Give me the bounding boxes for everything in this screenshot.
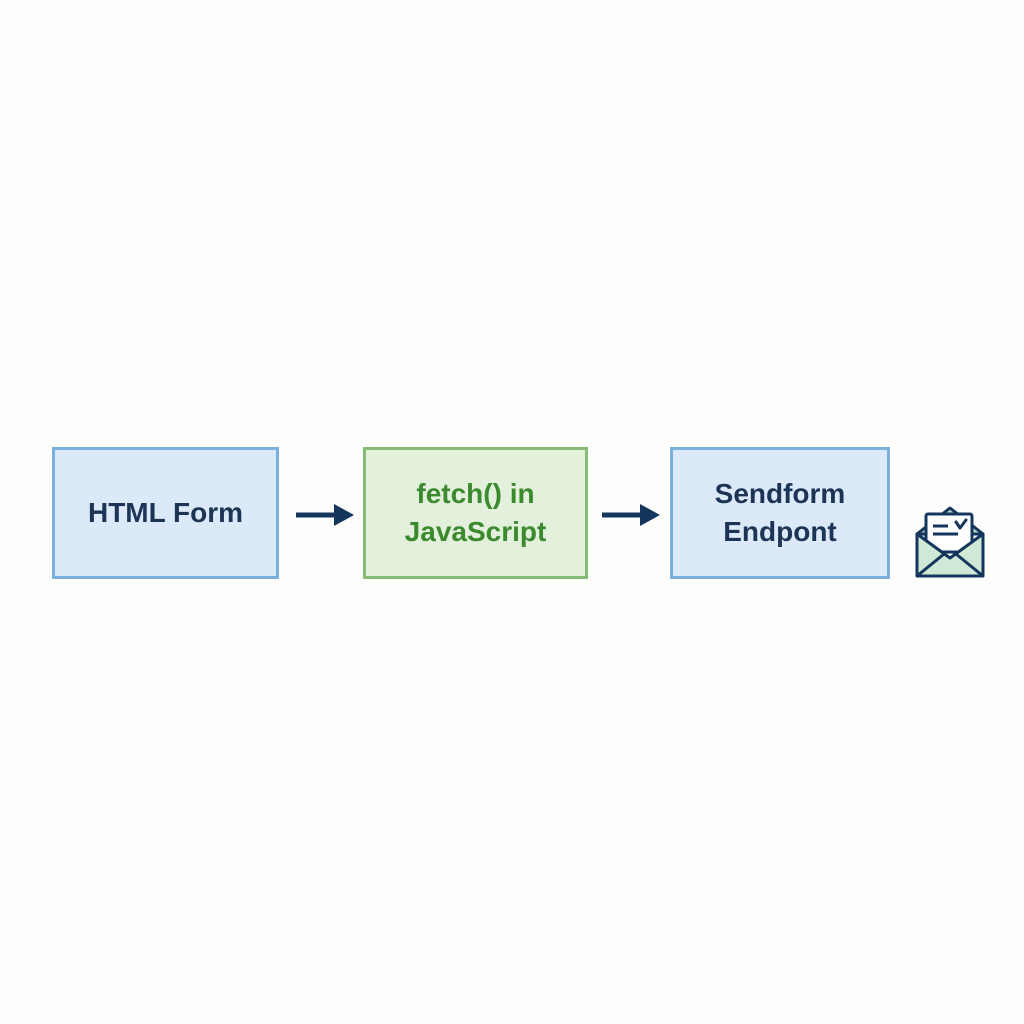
html-form-node: HTML Form: [52, 447, 279, 579]
fetch-label-line-1: fetch() in: [416, 478, 535, 509]
arrow-right-icon: [602, 504, 660, 526]
fetch-node: fetch() in JavaScript: [363, 447, 588, 579]
envelope-icon: [915, 506, 985, 578]
fetch-label-line-2: JavaScript: [404, 516, 547, 547]
endpoint-label-line-2: Endpont: [723, 516, 837, 547]
html-form-label: HTML Form: [87, 497, 244, 528]
endpoint-label-line-1: Sendform: [714, 478, 846, 509]
arrow-right-icon: [296, 504, 354, 526]
endpoint-node: Sendform Endpont: [670, 447, 890, 579]
